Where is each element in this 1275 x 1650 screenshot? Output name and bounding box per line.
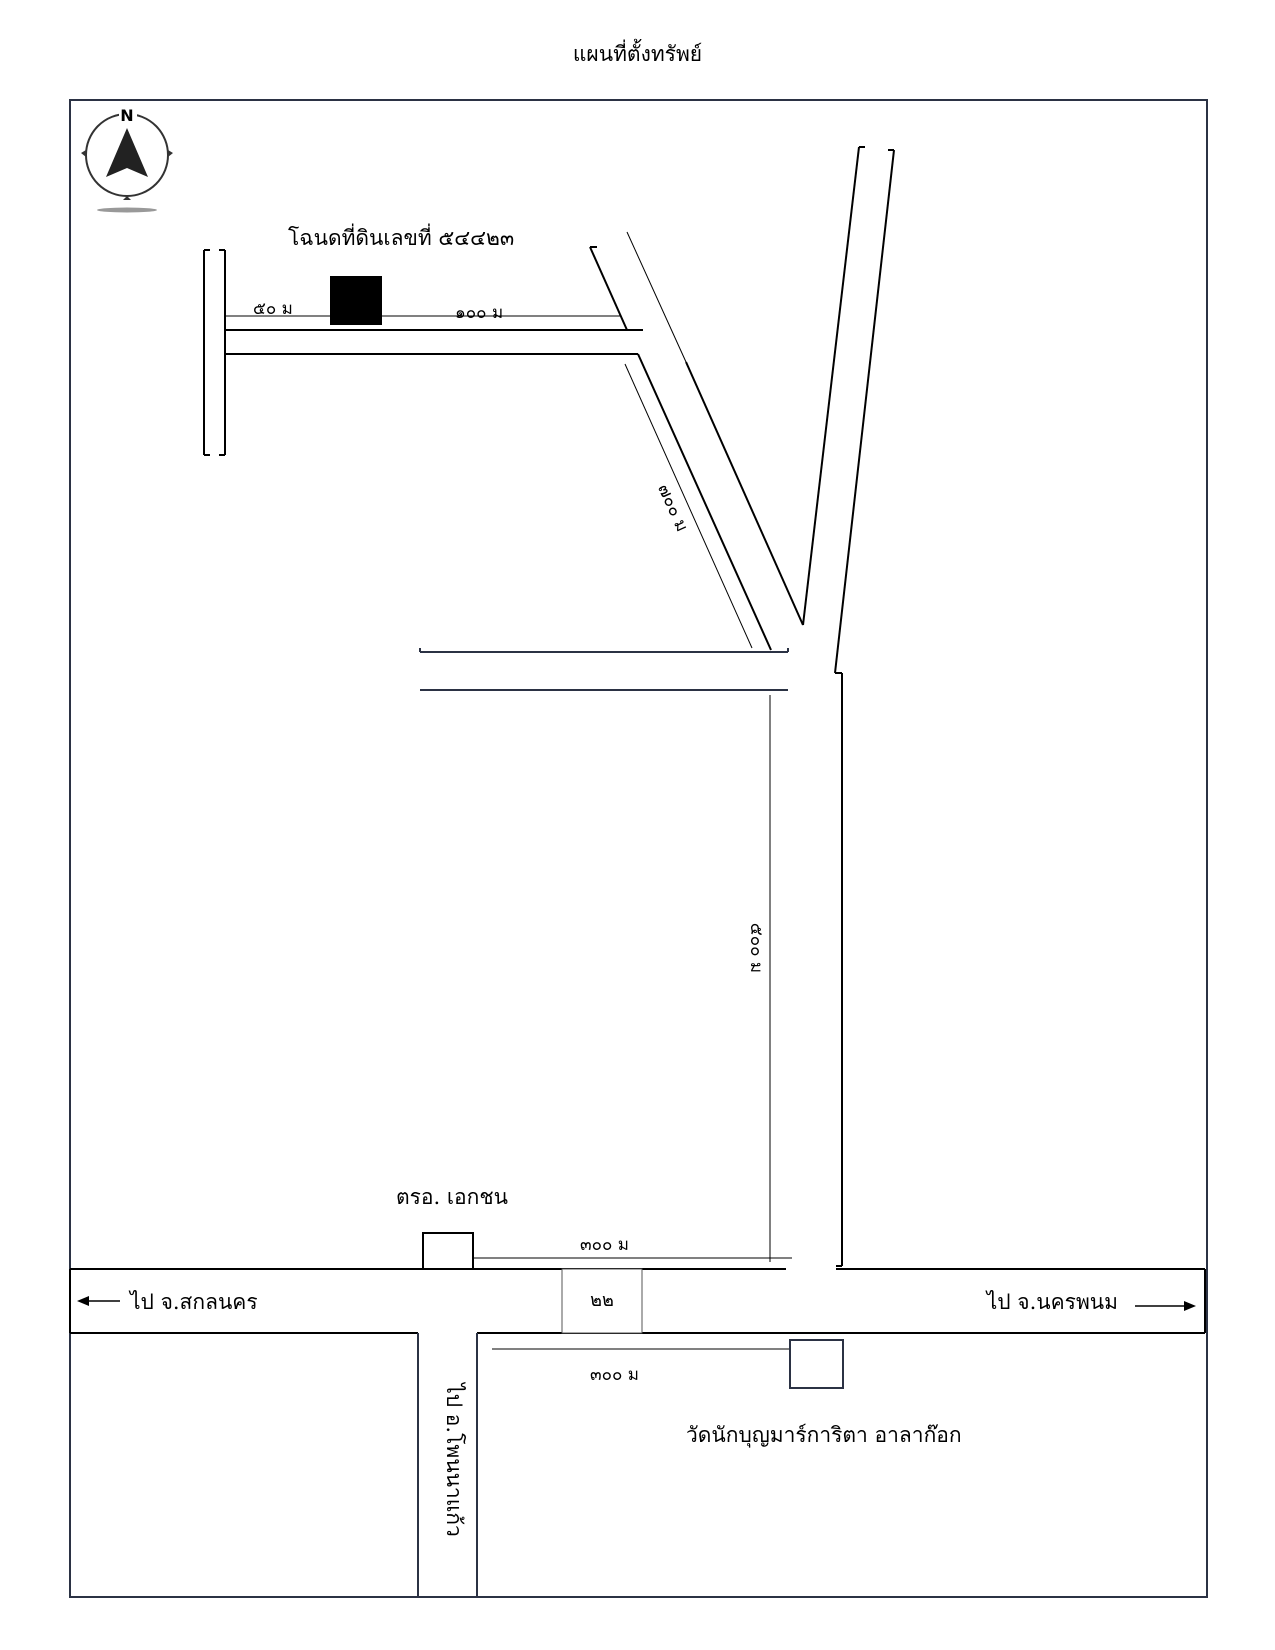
map-title: แผนที่ตั้งทรัพย์	[572, 42, 703, 66]
distance-label-300m-top: ๓๐๐ ม	[580, 1235, 629, 1255]
road-north	[802, 146, 895, 674]
road-south	[417, 1333, 478, 1597]
compass-north-letter: N	[120, 106, 133, 125]
property-building	[330, 276, 382, 325]
distance-label-300m-bottom: ๓๐๐ ม	[590, 1365, 639, 1385]
highway-number-box	[561, 1268, 643, 1334]
direction-label-sakon-nakhon: ไป จ.สกลนคร	[128, 1290, 258, 1314]
road-property-lane	[225, 329, 643, 355]
north-arrow-icon: N	[81, 105, 173, 213]
road-south-connector	[835, 672, 843, 1267]
deed-number-label: โฉนดที่ดินเลขที่ ๕๔๔๒๓	[288, 223, 514, 250]
highway-number-label: ๒๒	[590, 1290, 614, 1311]
distance-line-diagonal	[624, 363, 753, 649]
direction-label-phon-na-kaeo: ไป อ.โพนนาแก้ว	[442, 1381, 466, 1537]
distance-label-500m: ๕๐๐ ม	[746, 923, 766, 973]
road-vertical-left	[203, 249, 226, 456]
landmark-police-box	[422, 1232, 474, 1270]
direction-label-nakhon-phanom: ไป จ.นครพนม	[985, 1290, 1118, 1314]
distance-label-100m: ๑๐๐ ม	[455, 303, 503, 323]
landmark-label-police: ตรอ. เอกชน	[396, 1185, 508, 1209]
arrow-left-icon	[77, 1296, 120, 1306]
map-frame	[69, 99, 1208, 1598]
distance-label-700m: ๗๐๐ ม	[653, 481, 692, 535]
distance-label-50m: ๕๐ ม	[253, 299, 293, 319]
road-middle	[419, 648, 789, 691]
landmark-temple-box	[789, 1339, 844, 1389]
landmark-label-temple: วัดนักบุญมาร์การิตา อาลาก๊อก	[686, 1423, 962, 1448]
road-diagonal	[589, 246, 804, 651]
thin-line-diagonal-upper	[626, 231, 687, 363]
arrow-right-icon	[1135, 1301, 1196, 1311]
